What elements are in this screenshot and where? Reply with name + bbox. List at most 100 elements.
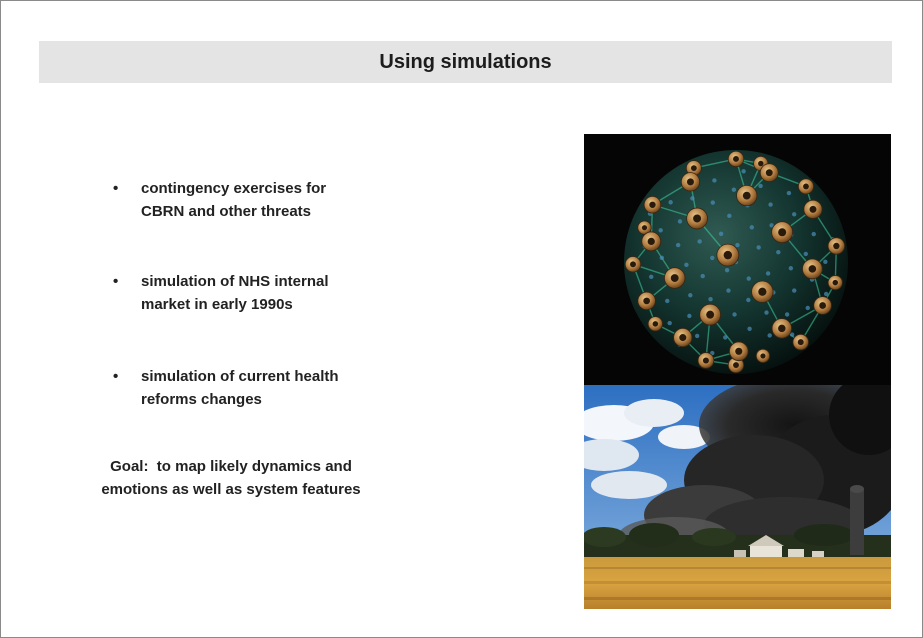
title-bar: Using simulations [39, 41, 892, 83]
capsomere-ring [759, 163, 779, 183]
surface-dot [718, 231, 724, 237]
surface-dot [765, 271, 771, 276]
goal-line: Goal: to map likely dynamics and [110, 458, 352, 475]
capsomere-ring [736, 184, 758, 207]
surface-dot [649, 274, 654, 280]
capsomere-ring [647, 316, 663, 332]
capsomere-ring [771, 318, 792, 339]
surface-dot [710, 200, 716, 205]
surface-dot [735, 242, 740, 248]
surface-dot [792, 288, 797, 293]
capsomere-ring [699, 303, 721, 326]
surface-dot [789, 332, 795, 337]
surface-dot [688, 293, 693, 298]
surface-dot [756, 245, 761, 250]
surface-dot [708, 297, 713, 302]
capsomere-ring [641, 231, 662, 252]
surface-dot [731, 187, 737, 192]
surface-dot [710, 255, 715, 261]
goal-line: emotions as well as system features [101, 481, 361, 498]
surface-dot [758, 183, 763, 189]
surface-dot [788, 266, 794, 271]
capsomere-ring [755, 348, 771, 363]
bullet-line: contingency exercises for [141, 180, 327, 197]
bullet-text: simulation of NHS internal market in ear… [141, 270, 441, 316]
capsomere-ring [663, 267, 686, 289]
bullet-line: simulation of current health [141, 368, 339, 385]
capsomere-ring [727, 356, 745, 374]
capsomere-ring [827, 237, 846, 255]
capsomere-ring [624, 256, 642, 273]
capsomere-ring [727, 150, 745, 168]
capsomere-ring [697, 352, 715, 369]
silo [850, 485, 864, 555]
bullet-dot: • [113, 368, 119, 385]
surface-dot [727, 213, 732, 219]
surface-dot [667, 320, 672, 326]
surface-dot [697, 239, 702, 244]
surface-dot [675, 242, 681, 248]
surface-dot [749, 225, 755, 230]
surface-dot [784, 312, 790, 317]
surface-dot [700, 273, 705, 279]
capsomere-ring [792, 333, 809, 351]
capsomere-ring [802, 258, 823, 280]
surface-dot [805, 305, 810, 311]
surface-dot [690, 196, 695, 201]
capsomere-ring [771, 221, 794, 244]
bullet-text: simulation of current health reforms cha… [141, 365, 441, 411]
bullet-line: reforms changes [141, 391, 262, 408]
capsomere-ring [686, 207, 708, 230]
surface-dot [741, 169, 746, 174]
surface-dot [746, 276, 751, 281]
surface-dot [732, 312, 737, 317]
surface-dot [659, 255, 665, 261]
bullet-line: simulation of NHS internal [141, 273, 329, 290]
surface-dot [776, 249, 781, 255]
surface-dot [677, 219, 683, 224]
capsomere-ring [827, 275, 843, 291]
surface-dot [747, 326, 752, 331]
surface-dot [767, 333, 772, 338]
goal-statement: Goal: to map likely dynamics and emotion… [29, 455, 433, 501]
slide-title: Using simulations [379, 51, 552, 73]
bullet-line: market in early 1990s [141, 296, 293, 313]
surface-dot [668, 200, 673, 205]
surface-dot [726, 288, 731, 293]
bullet-dot: • [113, 273, 119, 290]
surface-dot [803, 251, 808, 257]
farm-smoke-image [584, 385, 891, 609]
surface-dot [658, 228, 663, 233]
surface-dot [684, 262, 689, 268]
capsomere-ring [680, 172, 701, 192]
farmhouse [734, 535, 824, 559]
surface-dot [764, 310, 769, 315]
capsomere-ring [673, 327, 693, 348]
surface-dot [746, 297, 751, 303]
surface-dot [811, 231, 816, 237]
capsomere-ring [751, 280, 774, 303]
capsomere-ring [797, 178, 815, 195]
capsomere-ring [643, 196, 662, 214]
capsomere-ring [729, 341, 749, 362]
clouds [584, 399, 710, 499]
capsomere-ring [803, 199, 823, 219]
surface-dot [823, 291, 829, 297]
capsomere-ring [716, 243, 740, 267]
virus-image [584, 134, 891, 385]
bullet-text: contingency exercises for CBRN and other… [141, 177, 441, 223]
surface-dot [694, 333, 700, 339]
wheat-field [584, 557, 891, 609]
capsomere-ring [637, 291, 656, 311]
surface-dot [724, 267, 730, 273]
capsomere-ring [813, 296, 832, 315]
field-texture [584, 567, 891, 600]
bullet-dot: • [113, 180, 119, 197]
surface-dot [769, 223, 774, 228]
surface-dot [687, 313, 692, 319]
surface-dot [786, 190, 792, 196]
surface-dot [823, 259, 828, 265]
virus-rings [624, 150, 846, 374]
surface-dot [723, 335, 728, 340]
